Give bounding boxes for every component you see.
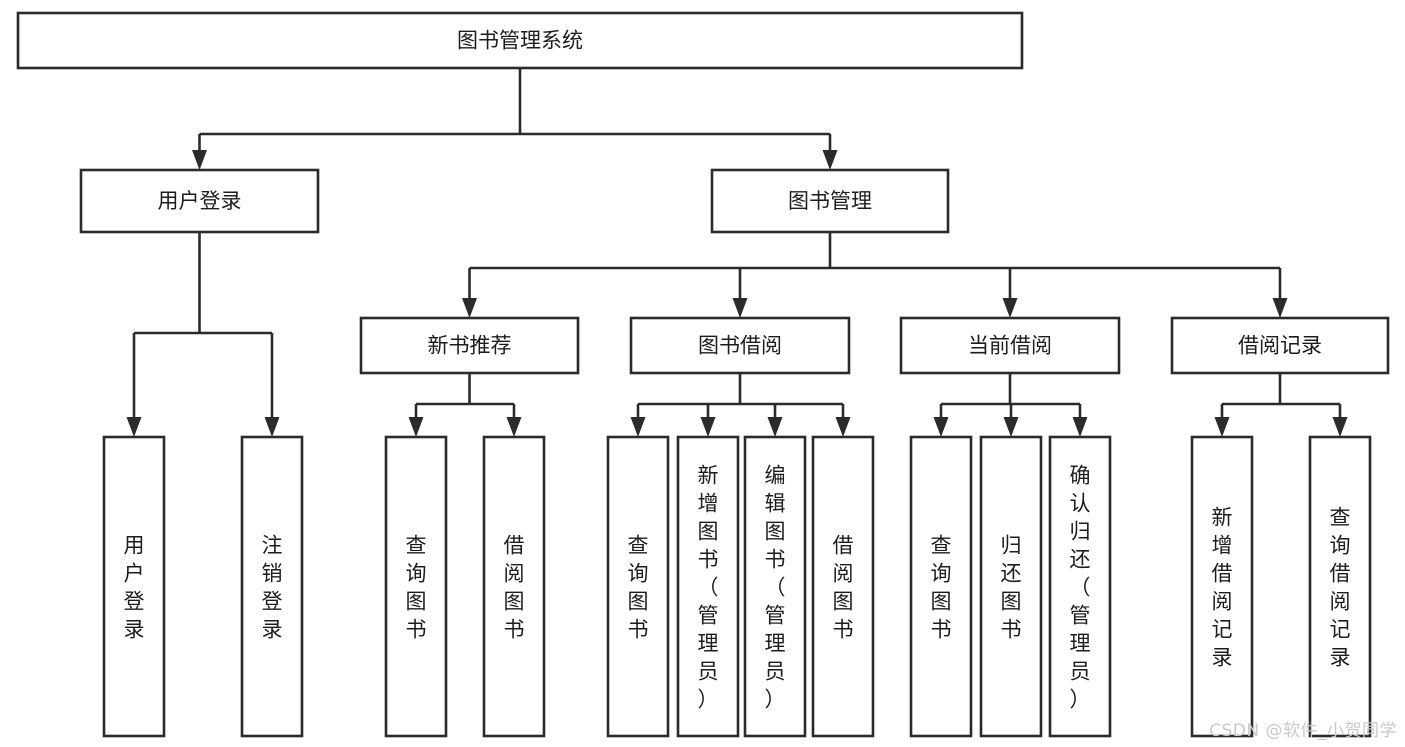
node-leaf-borrow-book-new-label: 借阅图书 — [504, 533, 525, 641]
arrow-head-icon — [630, 417, 646, 437]
arrow-head-icon — [767, 417, 783, 437]
node-user-login-box[interactable] — [79, 168, 320, 234]
arrow-head-icon — [835, 417, 851, 437]
node-leaf-add-record-box[interactable] — [1190, 435, 1254, 738]
arrow-head-icon — [1002, 298, 1018, 318]
node-leaf-edit-book-label: 编辑图书（管理员） — [765, 463, 786, 711]
arrow-head-icon — [933, 417, 949, 437]
arrow-head-icon — [822, 150, 838, 170]
node-leaf-add-record-label: 新增借阅记录 — [1212, 505, 1233, 669]
node-leaf-borrow-book-new-box[interactable] — [482, 435, 546, 738]
node-leaf-logout[interactable]: 注销登录 — [240, 435, 304, 738]
connector-layer — [126, 68, 1348, 437]
node-leaf-logout-label: 注销登录 — [262, 533, 283, 641]
node-leaf-query-book-new-box[interactable] — [384, 435, 448, 738]
node-leaf-query-book-cur[interactable]: 查询图书 — [909, 435, 973, 738]
arrow-head-icon — [462, 298, 477, 318]
node-leaf-query-record-label: 查询借阅记录 — [1330, 505, 1351, 669]
node-leaf-query-book-cur-label: 查询图书 — [931, 533, 952, 641]
node-leaf-edit-book-box[interactable] — [743, 435, 807, 738]
node-leaf-query-book-new[interactable]: 查询图书 — [384, 435, 448, 738]
node-leaf-edit-book[interactable]: 编辑图书（管理员） — [743, 435, 807, 738]
arrow-head-icon — [700, 417, 716, 437]
node-leaf-query-book-brw-label: 查询图书 — [628, 533, 649, 641]
node-borrow-record[interactable]: 借阅记录 — [1170, 316, 1390, 375]
node-layer: 图书管理系统用户登录图书管理新书推荐图书借阅当前借阅借阅记录用户登录注销登录查询… — [16, 11, 1390, 738]
node-book-management[interactable]: 图书管理 — [710, 168, 950, 234]
node-current-borrow-label: 当前借阅 — [968, 334, 1052, 358]
node-leaf-user-login[interactable]: 用户登录 — [102, 435, 166, 738]
node-leaf-confirm-return-label: 确认归还（管理员） — [1070, 463, 1091, 711]
arrow-head-icon — [1272, 298, 1288, 318]
node-leaf-return-book-label: 归还图书 — [1001, 533, 1022, 641]
node-leaf-query-book-brw[interactable]: 查询图书 — [606, 435, 670, 738]
node-leaf-return-book[interactable]: 归还图书 — [979, 435, 1043, 738]
node-leaf-confirm-return-box[interactable] — [1048, 435, 1112, 738]
node-leaf-query-record-box[interactable] — [1308, 435, 1372, 738]
node-leaf-logout-box[interactable] — [240, 435, 304, 738]
node-leaf-user-login-box[interactable] — [102, 435, 166, 738]
watermark-text: CSDN @软件_小贺同学 — [1209, 721, 1397, 741]
node-leaf-add-record[interactable]: 新增借阅记录 — [1190, 435, 1254, 738]
arrow-head-icon — [408, 417, 424, 437]
node-root-system-label: 图书管理系统 — [457, 29, 583, 53]
node-user-login-label: 用户登录 — [158, 189, 242, 213]
node-leaf-add-book-box[interactable] — [676, 435, 740, 738]
node-leaf-borrow-book-brw[interactable]: 借阅图书 — [811, 435, 875, 738]
node-book-borrow[interactable]: 图书借阅 — [629, 316, 851, 375]
node-leaf-query-book-new-label: 查询图书 — [406, 533, 427, 641]
arrow-head-icon — [506, 417, 522, 437]
arrow-head-icon — [264, 417, 280, 437]
arrow-head-icon — [192, 150, 207, 170]
node-leaf-query-book-brw-box[interactable] — [606, 435, 670, 738]
node-leaf-user-login-label: 用户登录 — [124, 533, 145, 641]
node-leaf-query-record[interactable]: 查询借阅记录 — [1308, 435, 1372, 738]
arrow-head-icon — [1332, 417, 1348, 437]
arrow-head-icon — [1072, 417, 1088, 437]
arrow-head-icon — [1214, 417, 1230, 437]
node-root-system[interactable]: 图书管理系统 — [16, 11, 1024, 70]
node-leaf-borrow-book-brw-box[interactable] — [811, 435, 875, 738]
node-borrow-record-label: 借阅记录 — [1238, 334, 1322, 358]
node-new-book-recommend-label: 新书推荐 — [428, 334, 512, 358]
arrow-head-icon — [732, 298, 748, 318]
node-book-management-box[interactable] — [710, 168, 950, 234]
node-new-book-recommend-box[interactable] — [359, 316, 580, 375]
node-borrow-record-box[interactable] — [1170, 316, 1390, 375]
node-leaf-add-book-label: 新增图书（管理员） — [698, 463, 719, 711]
node-current-borrow[interactable]: 当前借阅 — [899, 316, 1121, 375]
node-leaf-query-book-cur-box[interactable] — [909, 435, 973, 738]
node-book-borrow-box[interactable] — [629, 316, 851, 375]
node-leaf-borrow-book-new[interactable]: 借阅图书 — [482, 435, 546, 738]
node-leaf-borrow-book-brw-label: 借阅图书 — [833, 533, 854, 641]
node-book-borrow-label: 图书借阅 — [698, 334, 782, 358]
node-leaf-add-book[interactable]: 新增图书（管理员） — [676, 435, 740, 738]
node-user-login[interactable]: 用户登录 — [79, 168, 320, 234]
node-root-system-box[interactable] — [16, 11, 1024, 70]
arrow-head-icon — [1003, 417, 1019, 437]
node-leaf-confirm-return[interactable]: 确认归还（管理员） — [1048, 435, 1112, 738]
node-new-book-recommend[interactable]: 新书推荐 — [359, 316, 580, 375]
node-current-borrow-box[interactable] — [899, 316, 1121, 375]
arrow-head-icon — [126, 417, 142, 437]
node-book-management-label: 图书管理 — [788, 189, 872, 213]
node-leaf-return-book-box[interactable] — [979, 435, 1043, 738]
